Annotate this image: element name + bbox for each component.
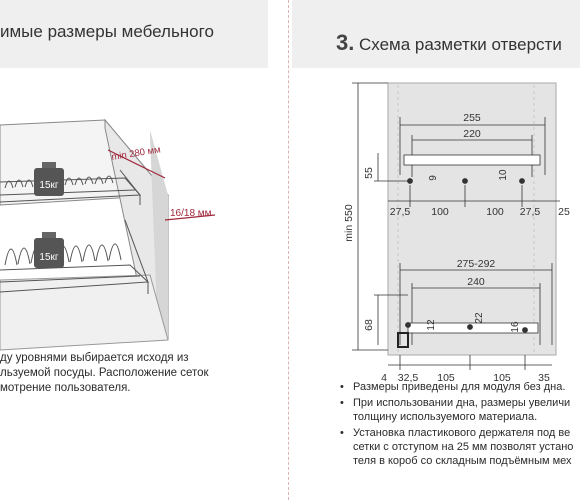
dim-35: 35 (538, 372, 550, 384)
dim-100-right: 100 (486, 206, 504, 218)
panel-thickness-label: 16/18 мм (170, 208, 212, 219)
dim-27-5-left: 27,5 (390, 206, 411, 218)
dimension-marks (107, 149, 216, 221)
dim-100-left: 100 (431, 206, 449, 218)
right-section-title: Схема разметки отверсти (359, 35, 562, 54)
dim-10: 10 (498, 169, 509, 181)
dim-255: 255 (463, 112, 481, 124)
left-description-1: ду уровнями выбирается исходя из (0, 352, 189, 364)
section-divider (288, 0, 289, 500)
weight-upper: 15кг (34, 162, 64, 196)
left-description-2: льзуемой посуды. Расположение сеток (0, 367, 209, 379)
drilling-scheme: 255 220 27,5 100 100 27,5 25 min 550 55 … (343, 82, 570, 384)
right-header-banner (292, 0, 580, 68)
dim-68: 68 (363, 319, 375, 331)
dim-min-550: min 550 (343, 204, 355, 242)
cabinet-illustration: 15кг 15кг min 280 мм 16/18 мм (0, 118, 216, 351)
dim-9: 9 (428, 175, 439, 181)
svg-text:15кг: 15кг (39, 180, 58, 191)
section-number: 3. (336, 30, 355, 55)
left-description-3: мотрение пользователя. (0, 382, 131, 394)
left-header-banner (0, 0, 268, 68)
dim-25: 25 (558, 206, 570, 218)
cabinet-bottom (0, 274, 169, 351)
notes-list: Размеры приведены для модуля без дна. Пр… (340, 380, 580, 470)
dim-55: 55 (363, 167, 375, 179)
note-item: При использовании дна, размеры увеличи т… (340, 396, 580, 424)
note-item: Установка пластикового держателя под ве … (340, 426, 580, 468)
dim-240: 240 (467, 276, 485, 288)
weight-lower: 15кг (34, 232, 64, 268)
dim-16: 16 (510, 321, 521, 333)
left-section-title: имые размеры мебельного (0, 22, 214, 41)
dim-12: 12 (426, 319, 437, 331)
note-item: Размеры приведены для модуля без дна. (340, 380, 580, 394)
side-panel (387, 82, 557, 356)
dim-27-5-right: 27,5 (520, 206, 541, 218)
dim-22: 22 (474, 312, 485, 324)
dim-4: 4 (381, 372, 387, 384)
cabinet-side-edge (150, 130, 168, 340)
dim-220: 220 (463, 128, 481, 140)
svg-text:15кг: 15кг (39, 252, 58, 263)
dim-275-292: 275-292 (457, 258, 496, 270)
